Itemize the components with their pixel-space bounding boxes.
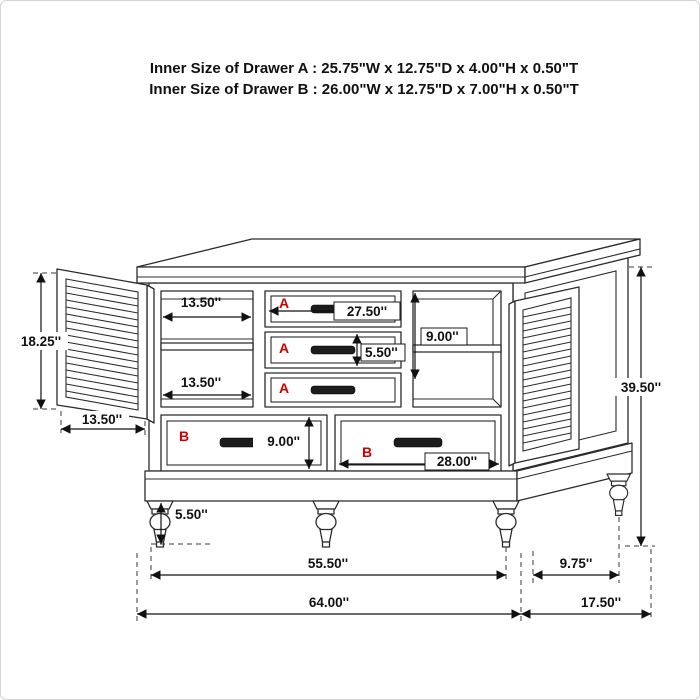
- dim-side-leg-span: 9.75'': [532, 517, 620, 583]
- dim-shelf-width-top-label: 13.50'': [181, 295, 221, 310]
- dim-overall-width-label: 64.00'': [309, 595, 349, 610]
- top-surface: [136, 238, 641, 284]
- drawer-a3-handle: [310, 385, 356, 395]
- left-shelf: [160, 342, 254, 351]
- dim-front-leg-span-label: 55.50'': [308, 556, 348, 571]
- front-center-foot: [312, 500, 340, 548]
- dim-shelf-width-bottom-label: 13.50'': [181, 375, 221, 390]
- dim-drawer-a-stack-height: 9.00'': [410, 293, 468, 379]
- dim-front-leg-span: 55.50'': [150, 547, 507, 583]
- base-molding: [144, 442, 633, 502]
- dim-overall-depth-label: 17.50'': [581, 595, 621, 610]
- left-door-louvers: [65, 285, 139, 405]
- drawer-a2-letter: A: [279, 340, 289, 356]
- right-compartment: [412, 290, 502, 408]
- header: Inner Size of Drawer A : 25.75"W x 12.75…: [149, 60, 578, 98]
- dim-drawer-a-width: 27.50'': [269, 301, 401, 321]
- drawer-a2-handle: [310, 345, 356, 355]
- front-right-foot: [492, 500, 520, 548]
- dim-drawer-b-width: 28.00'': [339, 452, 499, 471]
- drawer-a1-letter: A: [279, 295, 289, 311]
- header-line2: Inner Size of Drawer B : 26.00"W x 12.75…: [149, 81, 578, 98]
- dim-door-width-label: 13.50'': [82, 412, 122, 427]
- dim-shelf-width-top: 13.50'': [163, 295, 251, 322]
- header-line1: Inner Size of Drawer A : 25.75"W x 12.75…: [150, 60, 578, 77]
- dim-drawer-a-face-height: 5.50'': [352, 334, 406, 366]
- dim-foot-height-label: 5.50'': [175, 507, 208, 522]
- dim-foot-height: 5.50'': [151, 503, 217, 545]
- dresser-illustration: [56, 238, 641, 548]
- dim-drawer-a-face-height-label: 5.50'': [365, 345, 398, 360]
- left-door: [56, 268, 155, 424]
- dim-side-leg-span-label: 9.75'': [560, 556, 593, 571]
- front-left-foot: [146, 500, 174, 548]
- back-right-foot: [606, 473, 631, 516]
- dim-overall-depth: 17.50'': [521, 549, 652, 621]
- drawer-letter-labels: A A A B B: [179, 295, 372, 460]
- dim-door-width: 13.50'': [60, 411, 146, 435]
- drawer-b-left-letter: B: [179, 428, 189, 444]
- drawer-b-right-handle: [393, 437, 443, 448]
- dim-drawer-a-stack-height-label: 9.00'': [426, 329, 459, 344]
- dim-door-height-label: 18.25'': [21, 334, 61, 349]
- dim-door-height: 18.25'': [14, 272, 68, 410]
- dim-shelf-width-bottom: 13.50'': [163, 375, 251, 400]
- dim-drawer-a-width-label: 27.50'': [347, 304, 387, 319]
- right-door-louvers: [522, 306, 572, 444]
- dim-overall-height: 39.50'': [613, 266, 669, 547]
- left-compartment: [160, 290, 254, 408]
- dim-drawer-b-width-label: 28.00'': [437, 454, 477, 469]
- drawer-a3-letter: A: [279, 380, 289, 396]
- dim-drawer-b-height: 9.00'': [253, 417, 314, 469]
- dimensions: 18.25'' 13.50'' 27.50'' 9.00'' 5.50'' 13…: [14, 266, 669, 621]
- dim-overall-height-label: 39.50'': [621, 380, 661, 395]
- right-shelf: [412, 344, 502, 353]
- dim-drawer-b-height-label: 9.00'': [267, 434, 300, 449]
- drawer-b-right-letter: B: [362, 444, 372, 460]
- right-door: [508, 286, 580, 467]
